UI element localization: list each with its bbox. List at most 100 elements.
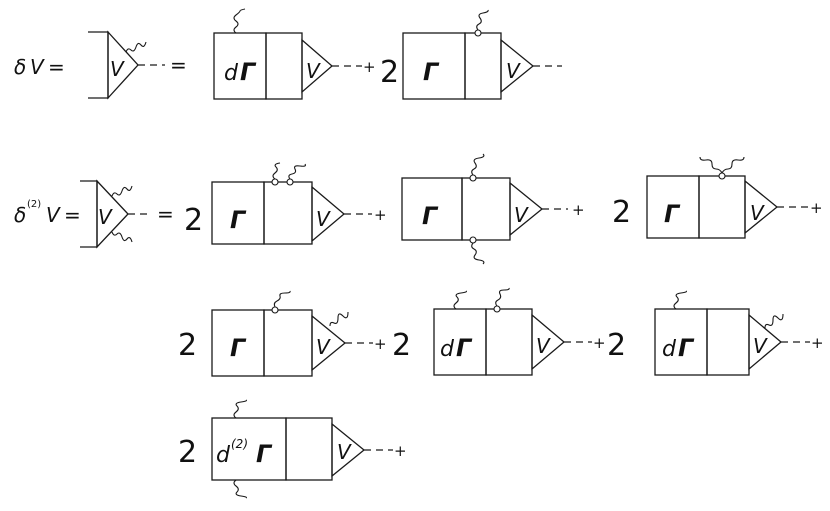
plus-sign: + — [394, 442, 407, 460]
row3-term3: 2 d Γ V + — [607, 290, 824, 376]
vertex-triangle — [744, 179, 779, 235]
plus-sign: + — [811, 334, 824, 352]
propagator-box — [698, 175, 746, 239]
plus-sign: + — [374, 206, 387, 224]
v-symbol: V — [337, 440, 352, 464]
row2-lhs: δ (2) V = V = — [14, 179, 174, 249]
insertion-node — [469, 236, 477, 244]
propagator-box — [464, 32, 502, 100]
d-symbol: d — [224, 61, 239, 86]
row3-term2: 2 d Γ V + — [392, 287, 606, 376]
gamma-symbol: Γ — [240, 58, 257, 86]
propagator-box — [265, 32, 303, 100]
order-superscript: (2) — [231, 437, 248, 451]
gamma-symbol: Γ — [423, 58, 440, 86]
plus-sign: + — [593, 334, 606, 352]
vertex-triangle — [107, 30, 139, 100]
propagator-box — [263, 309, 313, 377]
photon-line-upper — [111, 185, 133, 197]
vertex-triangle — [96, 179, 129, 249]
photon-line-upper — [471, 153, 485, 176]
coefficient: 2 — [184, 203, 203, 238]
row2-term1: 2 Γ V + — [184, 162, 387, 245]
propagator-box — [706, 308, 750, 376]
plus-sign: + — [810, 199, 823, 217]
equals-sign: = — [157, 202, 174, 226]
vertex-triangle — [311, 185, 346, 243]
row3-term1: 2 Γ V + — [178, 290, 387, 377]
v-symbol: V — [506, 59, 521, 83]
insertion-node — [286, 178, 294, 186]
gamma-symbol: Γ — [664, 200, 681, 228]
insertion-node — [493, 305, 501, 313]
row2-term3: 2 Γ V + — [612, 156, 823, 239]
vertex-bracket — [88, 31, 109, 99]
order-superscript: (2) — [27, 199, 41, 210]
vertex-bracket — [80, 180, 98, 248]
vertex-triangle — [748, 313, 783, 371]
d-symbol: d — [662, 337, 677, 362]
coefficient: 2 — [178, 328, 197, 363]
d-symbol: d — [440, 337, 455, 362]
gamma-symbol: Γ — [678, 334, 695, 362]
v-symbol: V — [316, 207, 331, 231]
insertion-node — [718, 172, 726, 180]
delta-symbol: δ — [14, 55, 26, 79]
photon-line — [673, 290, 687, 310]
photon-line — [764, 313, 784, 329]
row4-term1: 2 d (2) Γ V + — [178, 399, 407, 499]
d-symbol: d — [216, 443, 231, 468]
propagator-box — [263, 181, 313, 245]
vertex-triangle — [331, 422, 366, 478]
coefficient: 2 — [607, 328, 626, 363]
vertex-label: V — [98, 205, 113, 229]
v-symbol: V — [306, 59, 321, 83]
row2-term2: Γ V + — [401, 153, 585, 265]
photon-line-upper — [233, 399, 247, 419]
propagator-box — [285, 417, 333, 481]
insertion-node — [469, 174, 477, 182]
vertex-triangle — [531, 313, 566, 371]
photon-line — [453, 290, 467, 310]
photon-line — [272, 162, 281, 180]
insertion-node — [474, 29, 482, 37]
v-symbol: V — [30, 55, 45, 79]
photon-line — [288, 163, 306, 180]
plus-sign: + — [572, 201, 585, 219]
vertex-triangle — [509, 181, 544, 237]
v-symbol: V — [514, 203, 529, 227]
photon-line — [233, 8, 246, 34]
gamma-symbol: Γ — [256, 440, 273, 468]
vertex-triangle — [311, 314, 347, 372]
insertion-node — [271, 306, 279, 314]
row1-lhs: δ V = V = — [14, 30, 187, 100]
delta-symbol: δ — [14, 203, 26, 227]
photon-line — [329, 311, 349, 327]
vertex-label: V — [110, 57, 125, 81]
photon-line — [476, 9, 489, 31]
v-symbol: V — [753, 334, 768, 358]
photon-line — [721, 156, 745, 174]
vertex-triangle — [301, 38, 333, 94]
plus-sign: + — [374, 335, 387, 353]
coefficient: 2 — [380, 55, 399, 90]
gamma-symbol: Γ — [230, 206, 247, 234]
row1-term2: 2 Γ V — [380, 9, 562, 100]
photon-line — [699, 156, 723, 174]
propagator-box — [485, 308, 533, 376]
coefficient: 2 — [392, 328, 411, 363]
row1-term1: d Γ V + — [213, 8, 376, 100]
photon-line — [273, 290, 291, 308]
gamma-symbol: Γ — [422, 202, 439, 230]
v-symbol: V — [46, 203, 61, 227]
coefficient: 2 — [612, 195, 631, 230]
v-symbol: V — [750, 201, 765, 225]
equals-sign: = — [170, 53, 187, 77]
photon-line-lower — [233, 479, 247, 499]
photon-line — [125, 41, 147, 53]
equals-sign: = — [64, 203, 81, 227]
photon-line-lower — [471, 242, 485, 265]
coefficient: 2 — [178, 435, 197, 470]
vertex-triangle — [500, 38, 535, 94]
